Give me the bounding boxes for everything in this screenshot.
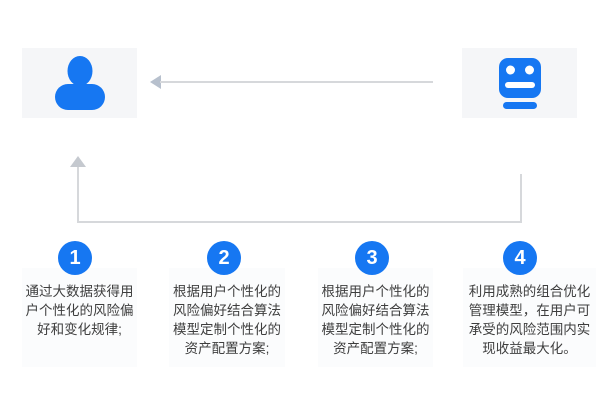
user-icon [54, 56, 106, 110]
step-3-text: 根据用户个性化的风险偏好结合算法模型定制个性化的资产配置方案; [318, 268, 433, 367]
step-2-badge: 2 [207, 241, 241, 275]
arrowhead-left-icon [150, 75, 161, 89]
step-2-text: 根据用户个性化的风险偏好结合算法模型定制个性化的资产配置方案; [169, 268, 285, 367]
loop-line-left-vertical [77, 165, 79, 223]
step-4-text: 利用成熟的组合优化管理模型，在用户可承受的风险范围内实现收益最大化。 [463, 268, 596, 367]
step-1-badge: 1 [58, 241, 92, 275]
step-1-text: 通过大数据获得用户个性化的风险偏好和变化规律; [22, 268, 137, 367]
loop-line-horizontal [77, 221, 522, 223]
robot-box [462, 48, 577, 118]
user-box [22, 48, 137, 118]
step-4-badge: 4 [503, 241, 537, 275]
loop-line-right-vertical [520, 174, 522, 223]
arrowhead-up-icon [70, 156, 86, 167]
robot-icon [498, 57, 541, 109]
top-arrow-line [160, 81, 433, 83]
step-3-badge: 3 [355, 241, 389, 275]
